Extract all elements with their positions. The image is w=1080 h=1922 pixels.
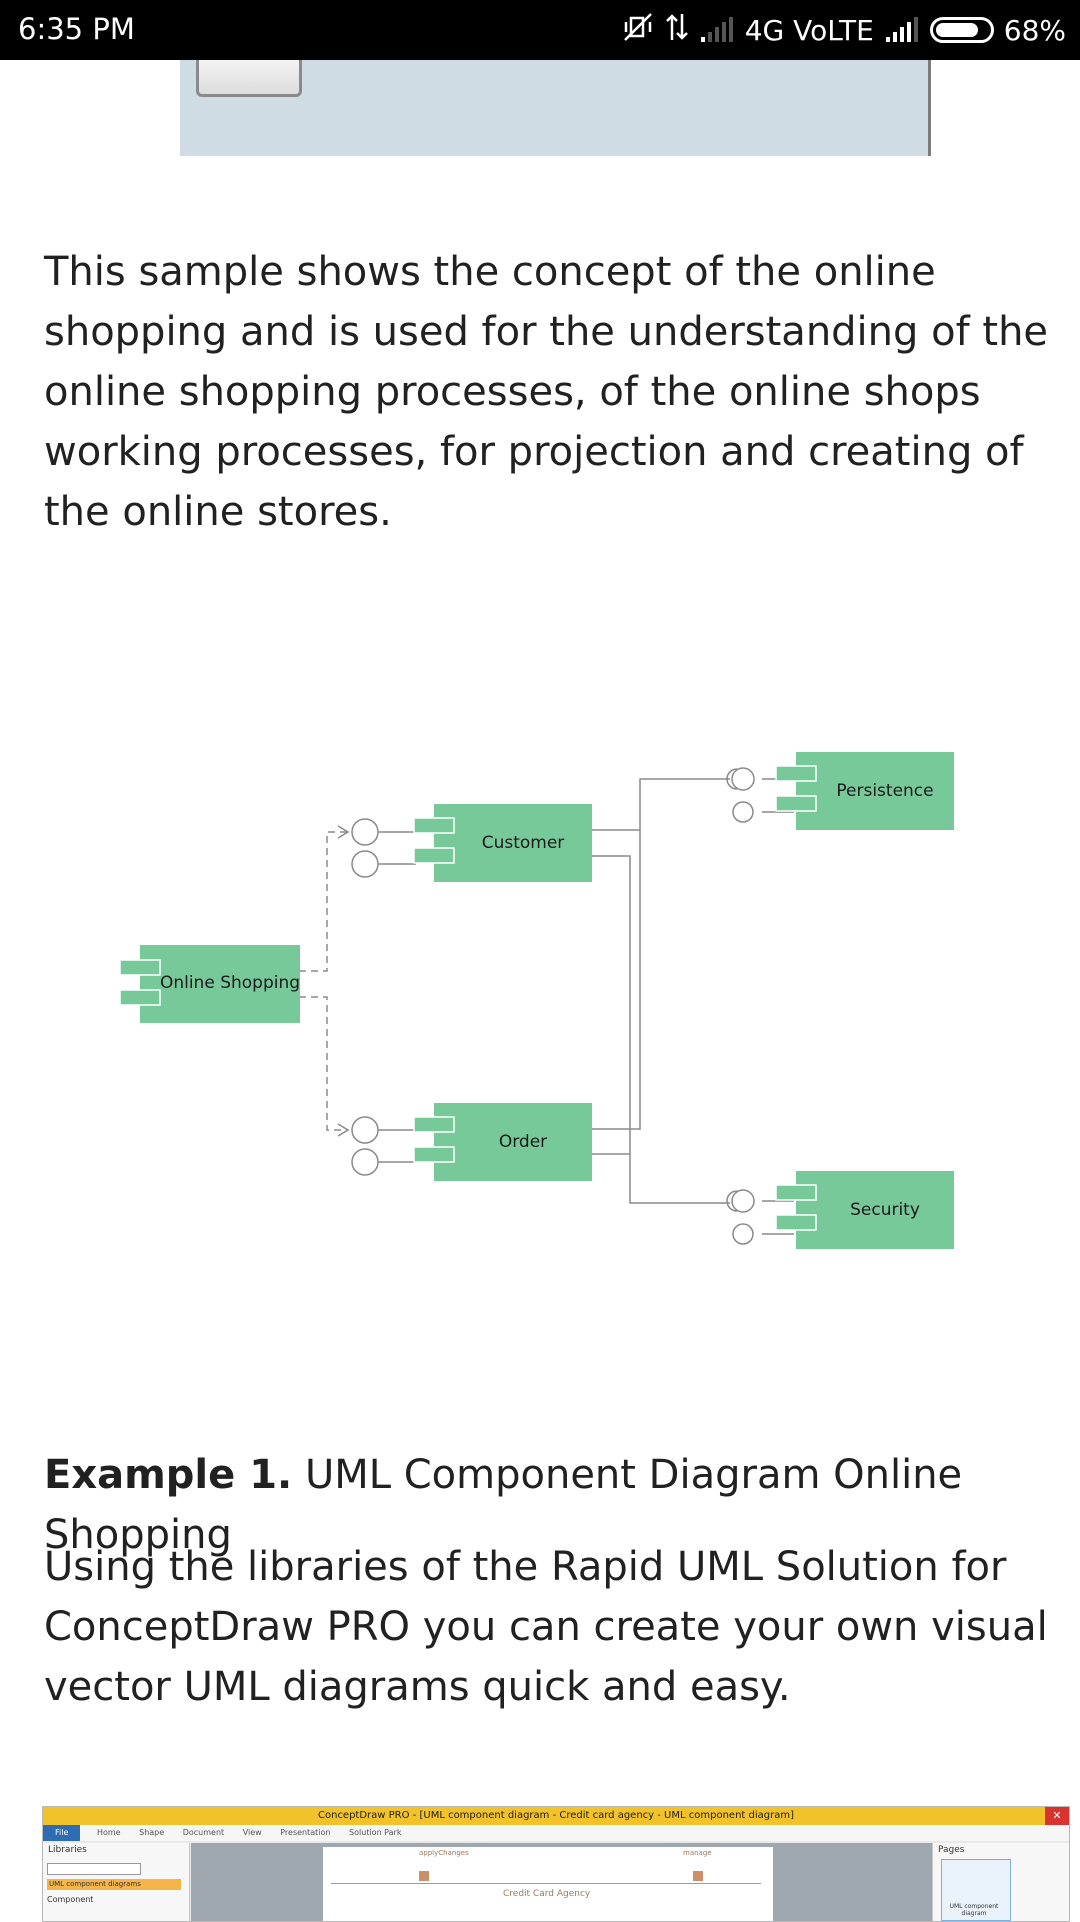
label-order: Order [499, 1132, 547, 1152]
component-port [119, 989, 161, 1006]
uml-component-diagram: Online Shopping Customer Order Persisten… [119, 752, 954, 1249]
status-time: 6:35 PM [18, 12, 135, 46]
network-label: 4G VoLTE [744, 13, 874, 47]
dependency-line-customer [299, 831, 348, 972]
app-titlebar: ConceptDraw PRO - [UML component diagram… [43, 1807, 1069, 1825]
customer-interface-circle-2 [351, 850, 379, 878]
menu-document: Document [182, 1828, 225, 1837]
order-interface-circle-2 [351, 1148, 379, 1176]
battery-icon [929, 17, 994, 43]
libraries-header: Libraries [48, 1845, 87, 1855]
close-icon: ✕ [1045, 1807, 1069, 1825]
library-item: Component [47, 1895, 94, 1904]
persistence-interface-circle-1 [731, 767, 755, 791]
pages-header: Pages [938, 1845, 965, 1855]
caption-number: Example 1. [44, 1452, 293, 1498]
security-socket [726, 1190, 738, 1212]
canvas-label-agency: Credit Card Agency [503, 1889, 591, 1899]
menu-presentation: Presentation [280, 1828, 331, 1837]
image-button-shape [196, 60, 302, 97]
battery-percent: 68% [1003, 13, 1066, 47]
dependency-arrow-customer [337, 825, 350, 839]
conceptdraw-screenshot: ConceptDraw PRO - [UML component diagram… [42, 1806, 1070, 1922]
component-security [796, 1171, 954, 1249]
persistence-socket [726, 768, 738, 790]
label-persistence: Persistence [836, 781, 933, 801]
figure-caption: Example 1. UML Component Diagram Online … [44, 1445, 1064, 1565]
security-interface-lines [762, 1200, 794, 1235]
body-paragraph: Using the libraries of the Rapid UML Sol… [44, 1544, 1048, 1710]
label-customer: Customer [482, 833, 565, 853]
signal-strong-icon [884, 17, 920, 43]
component-port [413, 817, 455, 834]
mute-vibrate-icon [621, 12, 655, 49]
app-title: ConceptDraw PRO - [UML component diagram… [318, 1810, 794, 1821]
page-thumb-label: UML component diagram [949, 1903, 999, 1917]
label-security: Security [850, 1200, 920, 1220]
status-bar: 6:35 PM 4G VoLTE 68% [0, 0, 1080, 60]
canvas-frame-line [331, 1883, 761, 1884]
app-canvas: applyChanges manage Credit Card Agency [191, 1843, 933, 1921]
customer-interface-circle-1 [351, 818, 379, 846]
component-port [413, 1146, 455, 1163]
canvas-label-manage: manage [683, 1849, 712, 1857]
order-interface-circle-1 [351, 1116, 379, 1144]
caption-text: UML Component Diagram Online Shopping [44, 1452, 963, 1558]
persistence-interface-circle-2 [732, 801, 754, 823]
signal-weak-icon [699, 17, 735, 43]
component-port [775, 1214, 817, 1231]
menu-solution-park: Solution Park [349, 1828, 402, 1837]
component-port [119, 959, 161, 976]
component-port [775, 765, 817, 782]
library-selected: UML component diagrams [47, 1879, 181, 1890]
component-port [413, 847, 455, 864]
canvas-label-apply: applyChanges [419, 1849, 469, 1857]
component-online-shopping [140, 945, 300, 1023]
data-transfer-icon [665, 12, 689, 49]
component-port [775, 1184, 817, 1201]
menu-view: View [242, 1828, 262, 1837]
component-order [434, 1103, 592, 1181]
component-port [775, 795, 817, 812]
library-search-field [47, 1863, 141, 1875]
canvas-port-shape [419, 1871, 429, 1881]
menu-file: File [43, 1825, 81, 1841]
status-icons: 4G VoLTE 68% [621, 10, 1066, 50]
customer-interface-lines [378, 831, 416, 865]
security-interface-circle-1 [731, 1189, 755, 1213]
previous-diagram-image [180, 60, 931, 156]
app-page: applyChanges manage Credit Card Agency [323, 1847, 773, 1921]
canvas-port-shape [693, 1871, 703, 1881]
intro-paragraph: This sample shows the concept of the onl… [44, 249, 1049, 535]
order-to-persistence-line [592, 778, 730, 1130]
menu-shape: Shape [139, 1828, 165, 1837]
dependency-arrow-order [337, 1123, 350, 1137]
order-interface-lines [378, 1129, 416, 1163]
component-customer [434, 804, 592, 882]
component-port [413, 1116, 455, 1133]
customer-to-security-line [592, 855, 730, 1204]
libraries-panel: Libraries UML component diagrams Compone… [43, 1843, 190, 1921]
dependency-line-order [299, 996, 348, 1131]
app-menubar: File Home Shape Document View Presentati… [43, 1825, 1069, 1841]
security-interface-circle-2 [732, 1223, 754, 1245]
menu-home: Home [96, 1828, 121, 1837]
component-persistence [796, 752, 954, 830]
pages-panel: Pages UML component diagram [932, 1843, 1069, 1921]
label-online-shopping: Online Shopping [160, 973, 300, 993]
